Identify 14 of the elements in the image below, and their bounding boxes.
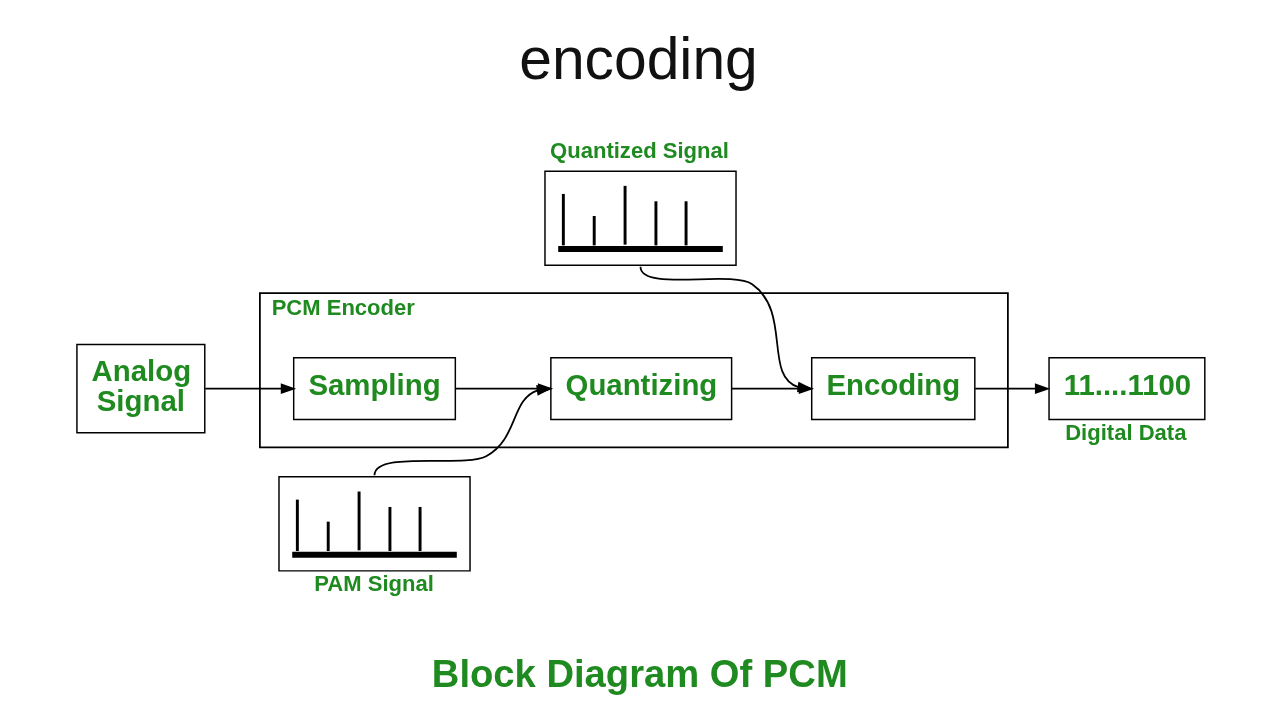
arrow	[973, 383, 1050, 394]
node-box: Analog Signal	[75, 343, 205, 434]
diagram-title: encoding	[518, 25, 758, 91]
node-box: Sampling	[292, 357, 456, 421]
caption: Block Diagram Of PCM	[431, 651, 848, 695]
node-label: Quantized Signal	[549, 137, 729, 163]
node-box	[543, 170, 737, 266]
node-box	[277, 476, 471, 572]
arrow	[203, 383, 296, 394]
node-label: Digital Data	[1064, 420, 1186, 446]
node-box: Quantizing	[549, 357, 732, 421]
node-box: 11....1100	[1047, 357, 1206, 421]
node-box: Encoding	[810, 357, 976, 421]
node-label: PAM Signal	[313, 571, 434, 597]
